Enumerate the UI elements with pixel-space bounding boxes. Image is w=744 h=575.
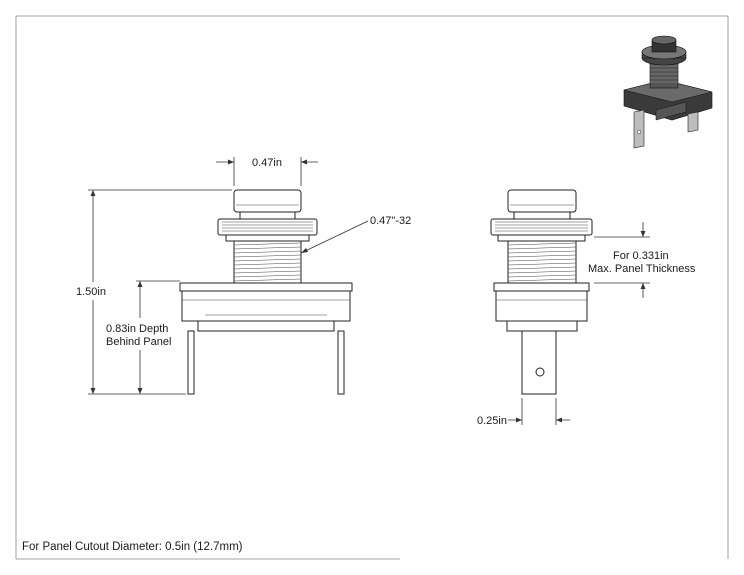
sheet-border: [15, 15, 729, 560]
dim-thread-spec: 0.47"-32: [300, 215, 411, 254]
label-panel-line1: For 0.331in: [613, 250, 669, 262]
isometric-render: [623, 35, 713, 149]
label-button-diameter: 0.47in: [252, 157, 282, 169]
side-thread-lines: [507, 242, 577, 282]
front-view: [179, 189, 353, 395]
dim-button-diameter: 0.47in: [216, 157, 318, 186]
front-nut-knurl: [222, 221, 313, 232]
label-depth-line1: 0.83in Depth: [106, 323, 168, 335]
side-nut-knurl: [495, 221, 588, 232]
dim-overall-height: 1.50in: [76, 189, 232, 395]
dim-terminal-width: 0.25in: [477, 398, 570, 427]
side-view: [490, 189, 593, 395]
label-terminal-width: 0.25in: [477, 415, 507, 427]
label-panel-line2: Max. Panel Thickness: [588, 263, 696, 275]
panel-cutout-note: For Panel Cutout Diameter: 0.5in (12.7mm…: [22, 541, 243, 553]
label-overall-height: 1.50in: [76, 286, 106, 298]
dim-depth-behind-panel: 0.83in Depth Behind Panel: [106, 280, 180, 394]
dim-panel-thickness: For 0.331in Max. Panel Thickness: [588, 222, 696, 298]
front-thread-lines: [233, 242, 302, 282]
label-depth-line2: Behind Panel: [106, 336, 171, 348]
label-thread-spec: 0.47"-32: [370, 215, 411, 227]
